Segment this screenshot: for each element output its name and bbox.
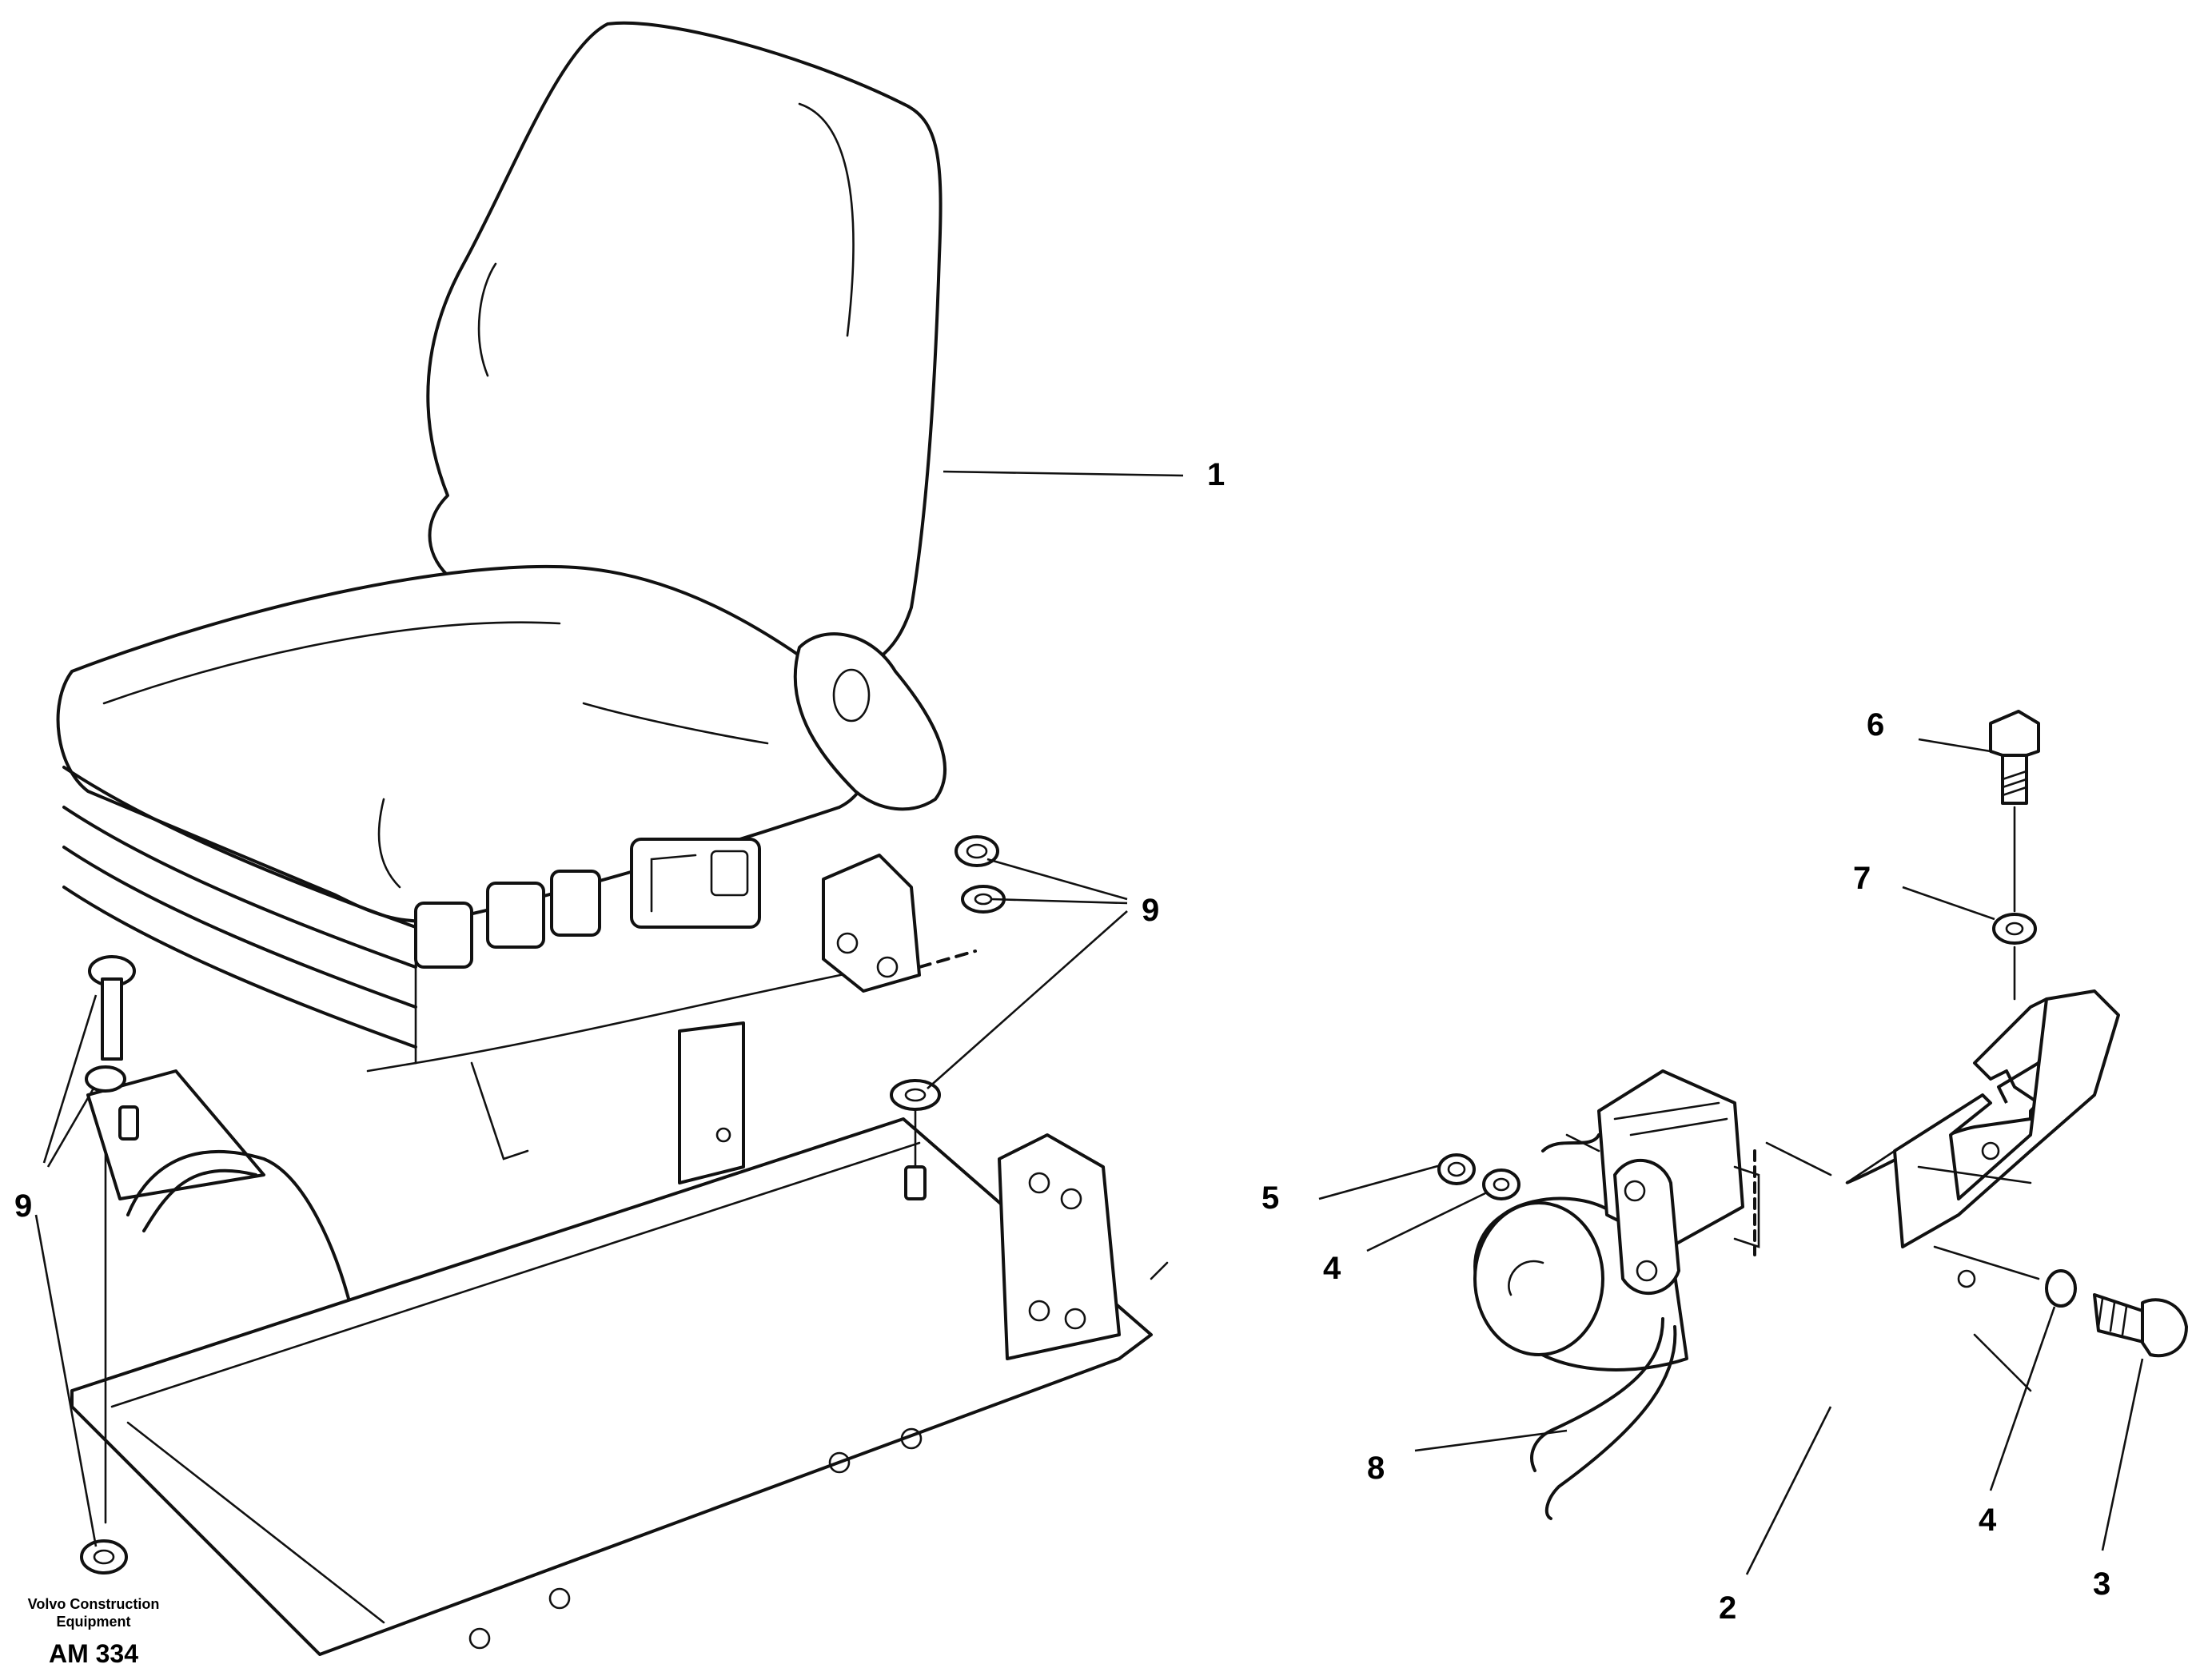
callout-4-right: 4	[1979, 1503, 1997, 1538]
leader-lines	[34, 470, 2144, 1575]
washer-item-7	[1992, 913, 2037, 945]
seat-pedestal	[678, 1021, 745, 1184]
callout-4-left: 4	[1323, 1251, 1341, 1286]
nut-bottom-left	[80, 1539, 128, 1575]
stud-left	[118, 1105, 139, 1141]
bracket-plate	[1893, 989, 2120, 1248]
seat-vertical-bracket	[998, 1133, 1121, 1360]
diagram-code: AM 334	[49, 1639, 138, 1668]
seat-control-panel	[630, 838, 761, 929]
washer-item-4-right	[2045, 1269, 2077, 1308]
bolt-item-6	[1989, 710, 2040, 761]
motor-wires	[1530, 1317, 1664, 1472]
callout-6: 6	[1867, 707, 1884, 742]
callout-7: 7	[1853, 861, 1871, 896]
motor-mount-plate	[1613, 1159, 1680, 1295]
callout-labels: 1 9 9 6 7 5 4 8 2 4 3	[14, 457, 2110, 1626]
bolt-item-6-shank	[2001, 754, 2028, 805]
callout-2: 2	[1719, 1590, 1736, 1626]
washer-item-4-left	[1482, 1168, 1520, 1200]
seat-armrest	[793, 632, 947, 811]
bolt-shank-left	[101, 977, 123, 1061]
callout-9-left: 9	[14, 1188, 32, 1224]
nut-top-right	[955, 835, 999, 867]
seat-assembly	[56, 21, 1169, 1656]
stud-right	[904, 1165, 927, 1200]
publisher-credit: Volvo Construction Equipment AM 334	[28, 1596, 160, 1668]
seat-control-button-3	[550, 870, 601, 937]
callout-3: 3	[2093, 1567, 2110, 1602]
seat-control-button-1	[414, 902, 473, 969]
seat-backrest	[426, 21, 943, 681]
item-9-fasteners	[80, 835, 1006, 1575]
callout-9-right: 9	[1142, 893, 1159, 928]
seat-side-bracket	[822, 854, 921, 993]
motor-assembly	[1437, 710, 2188, 1520]
seat-base-frame	[70, 1117, 1153, 1656]
callout-5: 5	[1261, 1180, 1279, 1216]
credit-line-1: Volvo Construction	[28, 1596, 160, 1612]
seat-rail-left	[86, 1069, 265, 1200]
washer-left	[85, 1065, 126, 1093]
motor-end-cap	[1473, 1201, 1604, 1356]
seat-control-button-2	[486, 882, 545, 949]
credit-line-2: Equipment	[57, 1614, 131, 1630]
callout-8: 8	[1367, 1451, 1385, 1486]
nut-item-5	[1437, 1153, 1476, 1185]
callout-1: 1	[1207, 457, 1225, 492]
